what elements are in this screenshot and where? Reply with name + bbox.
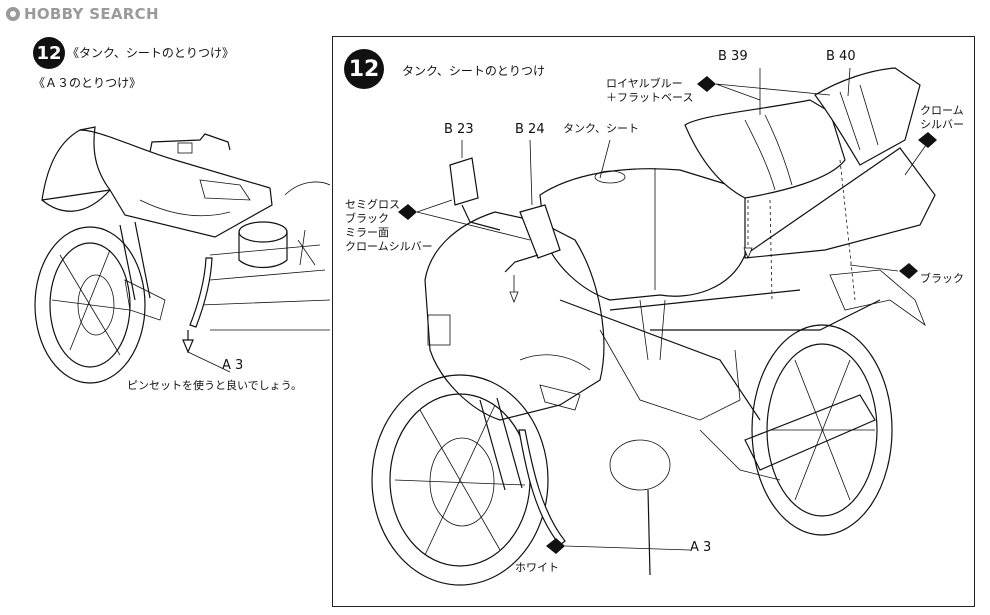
black-leader-line: [849, 264, 899, 272]
brake-caliper: [124, 279, 166, 321]
seat-stitching: [744, 114, 793, 191]
left-step-subtitle: 《Ａ３のとりつけ》: [33, 76, 142, 90]
main-front-disc: [429, 437, 495, 527]
main-a3-hose: [518, 429, 566, 546]
part-label-b24: B 24: [515, 122, 545, 137]
tank-cap: [594, 170, 626, 184]
label-black-mirror: ブラック: [345, 212, 389, 225]
fairing-panel-line: [519, 354, 591, 371]
label-mirror-face: ミラー面: [345, 226, 389, 239]
label-silver: シルバー: [920, 118, 964, 131]
main-assembly-panel: [332, 36, 975, 607]
cowl-panel: [109, 187, 273, 238]
label-tank-seat: タンク、シート: [563, 122, 640, 135]
color-marker-black: [899, 263, 918, 279]
part-label-b23: B 23: [444, 122, 474, 137]
mirror-b24: [519, 204, 561, 259]
main-rear-wheel-rim: [766, 343, 878, 517]
left-part-label-a3: A 3: [222, 358, 244, 373]
front-brake-disc: [77, 274, 115, 336]
label-mirror-chrome-silver: クロームシルバー: [345, 240, 433, 253]
left-step-title: 《タンク、シートのとりつけ》: [67, 46, 235, 60]
mirror-b23: [449, 157, 479, 206]
label-white: ホワイト: [515, 561, 559, 574]
left-tweezers-note: ピンセットを使うと良いでしょう。: [127, 379, 303, 392]
a3-hose-part: [189, 257, 213, 328]
headlight: [427, 314, 451, 346]
front-fairing-shape: [41, 126, 112, 201]
engine-cover: [609, 439, 671, 491]
main-front-fork: [479, 397, 523, 491]
fuel-cap-body: [238, 232, 288, 269]
seat-part-b39: [684, 99, 846, 199]
label-royal-blue: ロイヤルブルー: [606, 77, 683, 90]
a3-leader-line: [187, 351, 231, 373]
rear-fender: [829, 269, 926, 327]
color-marker-chrome-silver: [918, 132, 937, 148]
part-leader-lines: [461, 139, 611, 206]
mirror-b23-stem: [461, 204, 501, 231]
frame-upper: [284, 181, 330, 196]
step-number-left: 12: [33, 37, 65, 69]
mirror-b24-stem: [504, 254, 539, 273]
color-marker-semi-gloss-black: [398, 204, 417, 220]
step-number-right: 12: [344, 49, 384, 89]
main-front-wheel-outer: [371, 374, 549, 586]
exhaust-pipe: [744, 394, 876, 471]
cowl-curve: [139, 199, 231, 217]
side-stand: [647, 489, 651, 576]
fairing-lower-edge: [41, 189, 111, 212]
main-rear-spokes: [770, 359, 875, 501]
handlebar-clamp: [177, 142, 193, 154]
main-rear-wheel-outer: [751, 324, 893, 536]
fuel-tank: [539, 168, 746, 301]
main-frame-tubes: [559, 289, 881, 421]
seat-hump-ribs: [839, 84, 879, 151]
front-fork: [119, 221, 151, 301]
logo-ring-icon: [6, 7, 20, 21]
label-semi-gloss: セミグロス: [345, 198, 400, 211]
rear-cowl: [744, 147, 936, 259]
frame-bracket: [297, 229, 316, 266]
left-detail-drawing: [34, 126, 330, 384]
main-fairing: [424, 211, 605, 421]
tank-guide-lines: [639, 168, 666, 361]
mirror-b24-arrow-head: [509, 291, 519, 304]
fairing-vent: [539, 384, 581, 411]
label-flat-base: ＋フラットベース: [606, 91, 694, 104]
color-marker-white: [546, 538, 565, 554]
seat-hump-b40: [814, 67, 921, 166]
engine-outline: [599, 329, 741, 421]
cowl-vent: [199, 179, 251, 201]
seat-guide-arrow: [743, 247, 753, 260]
part-label-b39: B 39: [718, 49, 748, 64]
label-black: ブラック: [920, 272, 964, 285]
label-chrome: クローム: [920, 104, 964, 117]
fairing-top-line: [79, 129, 271, 189]
color-marker-royal-blue: [697, 76, 716, 92]
swing-arm: [699, 429, 781, 481]
mirror-leader-lines: [416, 199, 531, 241]
handlebar: [149, 133, 231, 153]
logo-text: HOBBY SEARCH: [24, 5, 159, 23]
chrome-leader-line: [904, 144, 927, 176]
part-label-a3-main: A 3: [690, 540, 712, 555]
right-step-title: タンク、シートのとりつけ: [402, 64, 546, 78]
part-label-b40: B 40: [826, 49, 856, 64]
frame-lines: [199, 244, 330, 331]
a3-main-leader-line: [564, 545, 691, 551]
wheel-spokes: [51, 249, 131, 356]
front-wheel-inner: [49, 242, 131, 368]
a3-arrow-head: [182, 339, 194, 354]
front-wheel-outer: [34, 226, 146, 384]
hobby-search-logo: HOBBY SEARCH: [6, 5, 159, 23]
seat-leader-lines: [715, 67, 851, 115]
